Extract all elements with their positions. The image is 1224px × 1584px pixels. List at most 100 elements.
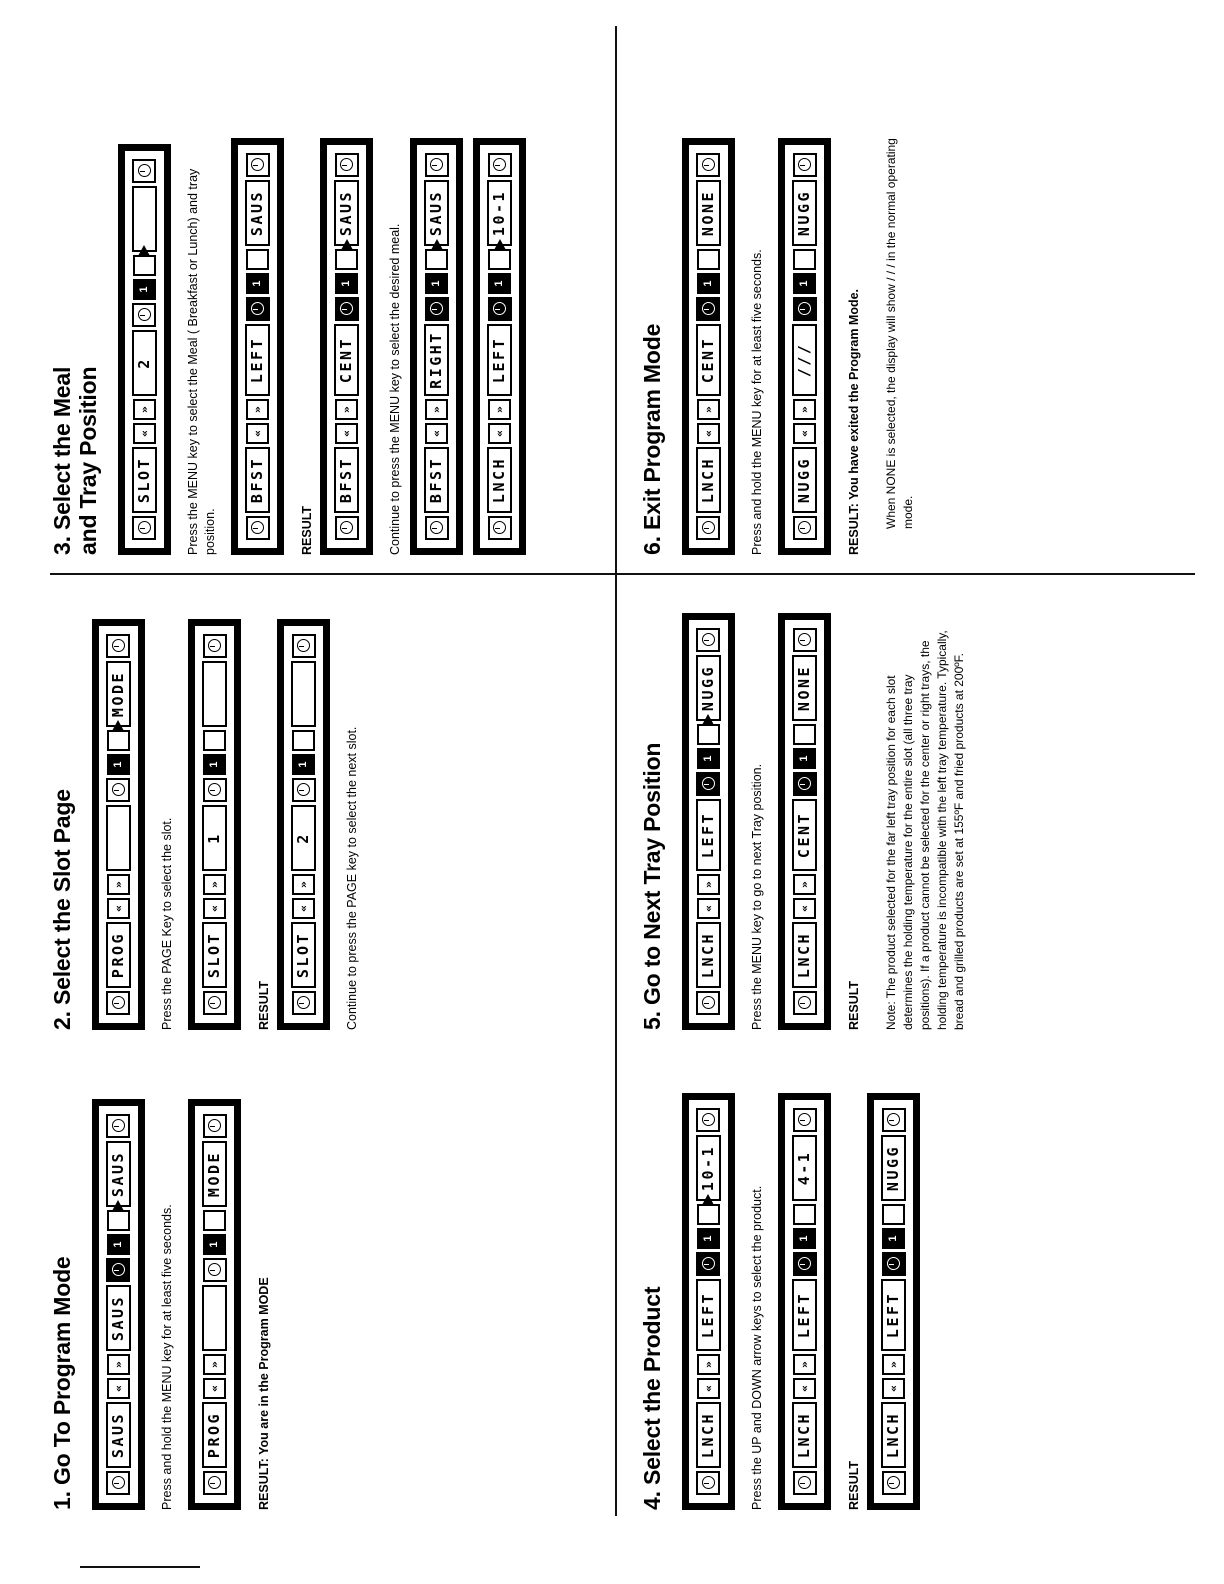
next-arrow-key[interactable]: » bbox=[696, 399, 720, 420]
dial-key-left[interactable] bbox=[245, 516, 270, 540]
panel-slot-1[interactable]: SLOT « » 1 1 bbox=[188, 619, 241, 1030]
panel-lnch-left-nugg-b[interactable]: LNCH « » LEFT 1 NUGG bbox=[681, 613, 735, 1030]
next-arrow-key[interactable]: » bbox=[793, 874, 816, 895]
dial-key-left[interactable] bbox=[792, 991, 817, 1015]
panel-bfst-left-saus[interactable]: BFST « » LEFT 1 SAUS bbox=[231, 138, 284, 555]
next-arrow-key[interactable]: » bbox=[425, 399, 449, 420]
prev-arrow-key[interactable]: « bbox=[696, 898, 720, 919]
slot-one-key[interactable]: 1 bbox=[246, 273, 269, 294]
dial-key-right[interactable] bbox=[202, 1114, 227, 1138]
dial-key-center[interactable] bbox=[696, 772, 721, 796]
next-arrow-key[interactable]: » bbox=[203, 1354, 226, 1375]
menu-key[interactable] bbox=[335, 249, 358, 270]
next-arrow-key[interactable]: » bbox=[292, 874, 315, 895]
prev-arrow-key[interactable]: « bbox=[335, 423, 358, 444]
slot-one-key[interactable]: 1 bbox=[425, 273, 449, 294]
dial-key-center[interactable] bbox=[106, 1258, 131, 1282]
panel-prog-mode[interactable]: PROG « » 1 MODE bbox=[188, 1099, 241, 1510]
menu-key[interactable] bbox=[132, 255, 156, 276]
panel-lnch-left-10-1[interactable]: LNCH « » LEFT 1 10-1 bbox=[473, 138, 527, 555]
prev-arrow-key[interactable]: « bbox=[106, 1378, 130, 1399]
dial-key-center[interactable] bbox=[245, 297, 270, 321]
dial-key-left[interactable] bbox=[792, 516, 817, 540]
dial-key-right[interactable] bbox=[881, 1108, 906, 1132]
dial-key-left[interactable] bbox=[696, 1471, 721, 1495]
panel-lnch-left-nugg[interactable]: LNCH « » LEFT 1 NUGG bbox=[867, 1093, 920, 1510]
slot-one-key[interactable]: 1 bbox=[335, 273, 358, 294]
dial-key-center[interactable] bbox=[792, 1252, 817, 1276]
menu-key[interactable] bbox=[696, 249, 720, 270]
dial-key-left[interactable] bbox=[792, 1471, 817, 1495]
dial-key-center[interactable] bbox=[696, 1252, 721, 1276]
next-arrow-key[interactable]: » bbox=[696, 874, 720, 895]
slot-one-key[interactable]: 1 bbox=[203, 754, 226, 775]
dial-key-right[interactable] bbox=[291, 634, 316, 658]
dial-key-left[interactable] bbox=[881, 1471, 906, 1495]
prev-arrow-key[interactable]: « bbox=[882, 1378, 905, 1399]
dial-key-right[interactable] bbox=[424, 153, 449, 177]
dial-key-center[interactable] bbox=[424, 297, 449, 321]
panel-saus-saus[interactable]: SAUS « » SAUS 1 SAUS bbox=[91, 1099, 145, 1510]
prev-arrow-key[interactable]: « bbox=[425, 423, 449, 444]
dial-key-center[interactable] bbox=[132, 303, 156, 327]
next-arrow-key[interactable]: » bbox=[335, 399, 358, 420]
dial-key-left[interactable] bbox=[202, 1471, 227, 1495]
slot-one-key[interactable]: 1 bbox=[696, 1228, 720, 1249]
dial-key-center[interactable] bbox=[202, 1258, 227, 1282]
panel-prog-mode-2[interactable]: PROG « » 1 MODE bbox=[91, 619, 145, 1030]
slot-one-key[interactable]: 1 bbox=[793, 748, 816, 769]
slot-one-key[interactable]: 1 bbox=[106, 1234, 130, 1255]
dial-key-center[interactable] bbox=[202, 778, 227, 802]
prev-arrow-key[interactable]: « bbox=[696, 1378, 720, 1399]
slot-one-key[interactable]: 1 bbox=[696, 748, 720, 769]
panel-slot-2[interactable]: SLOT « » 2 1 bbox=[277, 619, 330, 1030]
slot-one-key[interactable]: 1 bbox=[793, 1228, 816, 1249]
prev-arrow-key[interactable]: « bbox=[292, 898, 315, 919]
dial-key-center[interactable] bbox=[792, 297, 817, 321]
dial-key-center[interactable] bbox=[334, 297, 359, 321]
prev-arrow-key[interactable]: « bbox=[203, 898, 226, 919]
panel-slot-2-meal[interactable]: SLOT « » 2 1 bbox=[117, 144, 171, 555]
slot-one-key[interactable]: 1 bbox=[882, 1228, 905, 1249]
dial-key-left[interactable] bbox=[202, 991, 227, 1015]
next-arrow-key[interactable]: » bbox=[882, 1354, 905, 1375]
dial-key-center[interactable] bbox=[106, 778, 131, 802]
next-arrow-key[interactable]: » bbox=[106, 874, 130, 895]
page-key[interactable] bbox=[203, 730, 226, 751]
up-down-arrow-key[interactable] bbox=[793, 1204, 816, 1225]
panel-lnch-left-10-1-b[interactable]: LNCH « » LEFT 1 10-1 bbox=[681, 1093, 735, 1510]
panel-lnch-cent-none[interactable]: LNCH « » CENT 1 NONE bbox=[778, 613, 831, 1030]
next-arrow-key[interactable]: » bbox=[203, 874, 226, 895]
up-down-arrow-key[interactable] bbox=[882, 1204, 905, 1225]
prev-arrow-key[interactable]: « bbox=[488, 423, 512, 444]
page-key[interactable] bbox=[106, 730, 130, 751]
panel-lnch-left-4-1[interactable]: LNCH « » LEFT 1 4-1 bbox=[778, 1093, 831, 1510]
dial-key-center[interactable] bbox=[696, 297, 721, 321]
menu-key[interactable] bbox=[425, 249, 449, 270]
next-arrow-key[interactable]: » bbox=[246, 399, 269, 420]
next-arrow-key[interactable]: » bbox=[488, 399, 512, 420]
up-down-arrow-key[interactable] bbox=[696, 1204, 720, 1225]
dial-key-left[interactable] bbox=[334, 516, 359, 540]
dial-key-left[interactable] bbox=[696, 516, 721, 540]
page-key[interactable] bbox=[292, 730, 315, 751]
menu-key[interactable] bbox=[793, 249, 816, 270]
dial-key-center[interactable] bbox=[487, 297, 512, 321]
dial-key-center[interactable] bbox=[881, 1252, 906, 1276]
next-arrow-key[interactable]: » bbox=[696, 1354, 720, 1375]
panel-bfst-cent-saus[interactable]: BFST « » CENT 1 SAUS bbox=[320, 138, 373, 555]
slot-one-key[interactable]: 1 bbox=[132, 279, 156, 300]
slot-one-key[interactable]: 1 bbox=[106, 754, 130, 775]
menu-key[interactable] bbox=[488, 249, 512, 270]
next-arrow-key[interactable]: » bbox=[793, 399, 816, 420]
dial-key-left[interactable] bbox=[132, 516, 156, 540]
slot-one-key[interactable]: 1 bbox=[793, 273, 816, 294]
prev-arrow-key[interactable]: « bbox=[696, 423, 720, 444]
dial-key-center[interactable] bbox=[291, 778, 316, 802]
menu-key[interactable] bbox=[106, 1210, 130, 1231]
menu-key[interactable] bbox=[696, 724, 720, 745]
dial-key-center[interactable] bbox=[792, 772, 817, 796]
dial-key-left[interactable] bbox=[106, 991, 131, 1015]
menu-key[interactable] bbox=[793, 724, 816, 745]
prev-arrow-key[interactable]: « bbox=[793, 423, 816, 444]
